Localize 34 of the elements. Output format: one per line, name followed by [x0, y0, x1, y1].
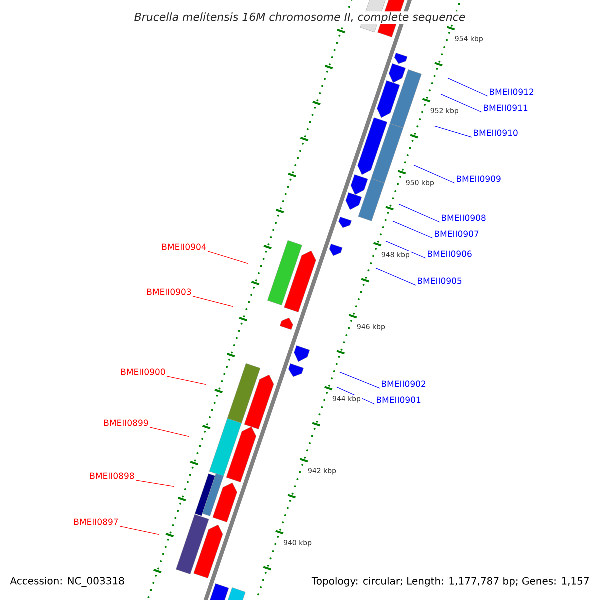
leader-line [440, 94, 482, 113]
gene-label: BMEII0899 [104, 420, 148, 426]
gene-label: BMEII0902 [382, 380, 426, 388]
leader-line [398, 204, 440, 223]
gene-label: BMEII0897 [74, 518, 118, 526]
gene-label: BMEII0907 [435, 230, 479, 238]
gene-label: BMEII0909 [457, 176, 501, 182]
leader-line [192, 296, 234, 307]
gene-label: BMEII0908 [442, 214, 486, 222]
leader-line [392, 221, 434, 239]
leader-line [448, 78, 488, 97]
leader-line [166, 376, 206, 385]
leader-line [150, 427, 190, 437]
gene-label: BMEII0911 [484, 104, 528, 112]
leader-line [136, 480, 174, 487]
gene-label: BMEII0898 [90, 472, 134, 480]
leader-line [120, 526, 160, 535]
leader-line [414, 165, 456, 184]
gene-label: BMEII0903 [147, 288, 192, 296]
leader-line [386, 241, 426, 259]
gene-label: BMEII0912 [490, 88, 534, 96]
gene-label: BMEII0901 [377, 396, 421, 404]
summary-text: Topology: circular; Length: 1,177,787 bp; Genes: 1,157 [310, 576, 591, 588]
gene-label: BMEII0905 [418, 278, 462, 284]
gene-label: BMEII0900 [121, 368, 166, 376]
leader-line [434, 126, 472, 138]
title: Brucella melitensis 16M chromosome II, complete sequence [133, 12, 467, 24]
gene-label: BMEII0906 [428, 250, 472, 258]
leader-line [208, 251, 248, 264]
gene-label: BMEII0910 [474, 130, 518, 136]
leader-line [376, 268, 416, 286]
leader-line [340, 372, 380, 389]
gene-label: BMEII0904 [162, 244, 206, 250]
accession-text: Accession: NC_003318 [9, 576, 126, 588]
